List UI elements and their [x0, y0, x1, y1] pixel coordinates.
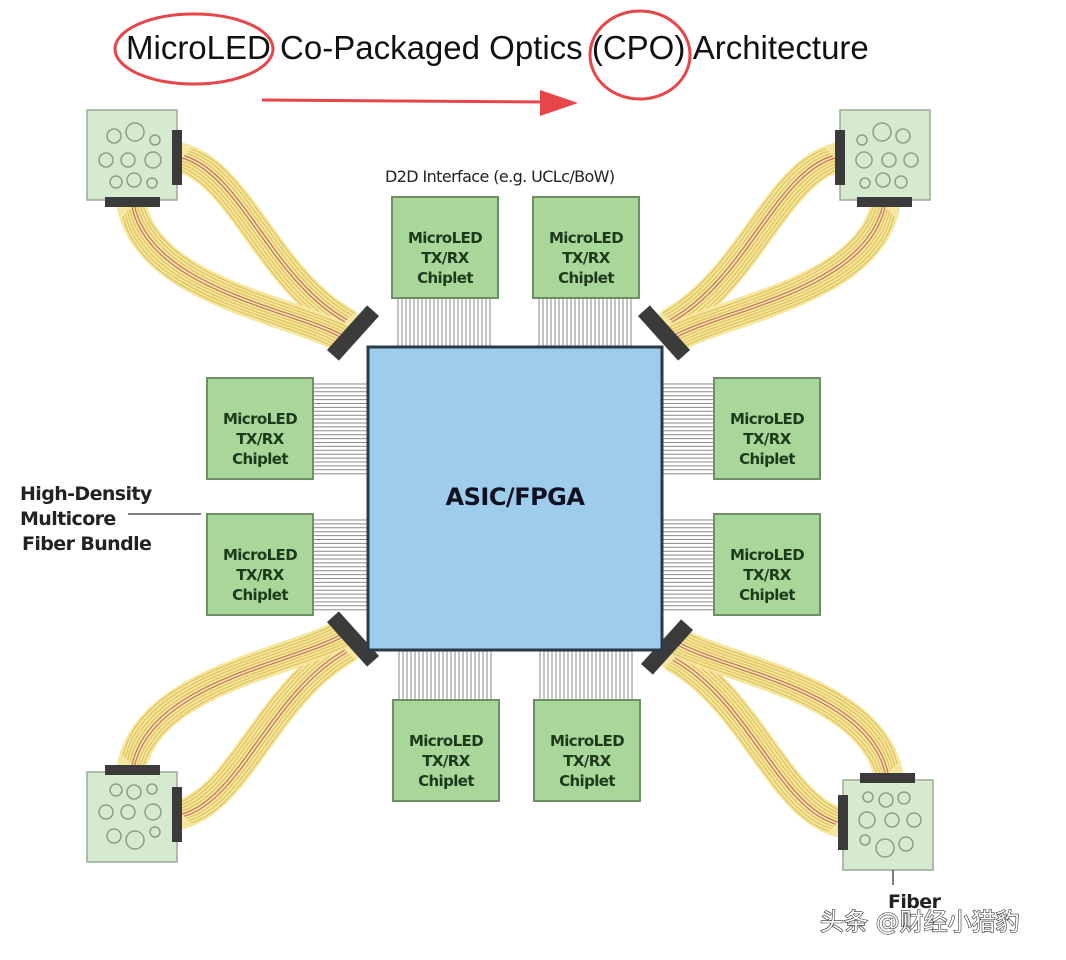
d2d-wires-bottom-1	[398, 650, 492, 700]
chiplet-left-2: MicroLED TX/RX Chiplet	[206, 513, 314, 616]
chiplet-label: TX/RX	[563, 752, 611, 770]
fiber-bundle-label-line3: Fiber Bundle	[22, 533, 151, 555]
fiber-bundle-label-line2: Multicore	[20, 508, 116, 530]
chiplet-right-1: MicroLED TX/RX Chiplet	[713, 377, 821, 480]
fiber-label: Fiber	[888, 891, 942, 913]
asic-fiber-connector	[637, 305, 691, 361]
chiplet-label: Chiplet	[739, 586, 795, 604]
fiber-bundle-top-right	[637, 109, 931, 361]
chiplet-label: Chiplet	[558, 269, 614, 287]
chiplet-bottom-1: MicroLED TX/RX Chiplet	[392, 699, 500, 802]
chiplet-label: TX/RX	[422, 752, 470, 770]
chiplet-label: TX/RX	[743, 430, 791, 448]
d2d-wires-right-1	[662, 383, 714, 475]
d2d-wires-right-2	[662, 519, 714, 611]
chiplet-label: MicroLED	[223, 410, 297, 428]
chiplet-label: TX/RX	[236, 566, 284, 584]
chiplet-bottom-2: MicroLED TX/RX Chiplet	[533, 699, 641, 802]
chiplet-right-2: MicroLED TX/RX Chiplet	[713, 513, 821, 616]
fiber-connector-ferrule	[838, 773, 934, 871]
chiplet-label: MicroLED	[730, 410, 804, 428]
chiplet-top-2: MicroLED TX/RX Chiplet	[532, 196, 640, 299]
watermark: 头条 @财经小猎豹	[820, 908, 1020, 936]
chiplet-left-1: MicroLED TX/RX Chiplet	[206, 377, 314, 480]
asic-fpga-die	[366, 345, 664, 652]
asic-label: ASIC/FPGA	[446, 483, 586, 511]
fiber-connector-ferrule	[86, 109, 182, 207]
chiplet-label: MicroLED	[550, 732, 624, 750]
chiplet-label: MicroLED	[549, 229, 623, 247]
chiplet-label: Chiplet	[232, 450, 288, 468]
chiplet-label: Chiplet	[232, 586, 288, 604]
chiplet-label: MicroLED	[730, 546, 804, 564]
fiber-bundle-bottom-right	[640, 619, 934, 871]
fiber-connector-ferrule	[835, 109, 931, 207]
chiplet-label: TX/RX	[562, 249, 610, 267]
highlight-circle-cpo	[588, 9, 692, 101]
chiplet-top-1: MicroLED TX/RX Chiplet	[391, 196, 499, 299]
d2d-wires-top-2	[538, 298, 632, 347]
fiber-connector-ferrule	[86, 765, 182, 863]
fiber-bundle-bottom-left	[86, 611, 380, 863]
chiplet-label: TX/RX	[743, 566, 791, 584]
chiplet-label: Chiplet	[418, 772, 474, 790]
d2d-wires-left-1	[312, 383, 368, 475]
chiplet-label: Chiplet	[739, 450, 795, 468]
red-arrow	[261, 90, 578, 116]
d2d-wires-top-1	[397, 298, 491, 347]
chiplet-label: Chiplet	[417, 269, 473, 287]
chiplet-label: MicroLED	[409, 732, 483, 750]
chiplet-label: MicroLED	[408, 229, 482, 247]
asic-fiber-connector	[640, 619, 694, 675]
chiplet-label: MicroLED	[223, 546, 297, 564]
chiplet-label: Chiplet	[559, 772, 615, 790]
d2d-interface-label: D2D Interface (e.g. UCLc/BoW)	[385, 167, 615, 186]
fiber-bundle-label-line1: High-Density	[20, 483, 153, 505]
chiplet-label: TX/RX	[421, 249, 469, 267]
title: MicroLED Co-Packaged Optics (CPO) Archit…	[126, 29, 869, 66]
fiber-bundle-top-left	[86, 109, 380, 361]
chiplet-label: TX/RX	[236, 430, 284, 448]
highlight-circle-microled	[113, 12, 275, 86]
asic-fiber-connector	[326, 611, 380, 667]
asic-fiber-connector	[326, 305, 380, 361]
d2d-wires-left-2	[312, 519, 368, 611]
d2d-wires-bottom-2	[539, 650, 633, 700]
